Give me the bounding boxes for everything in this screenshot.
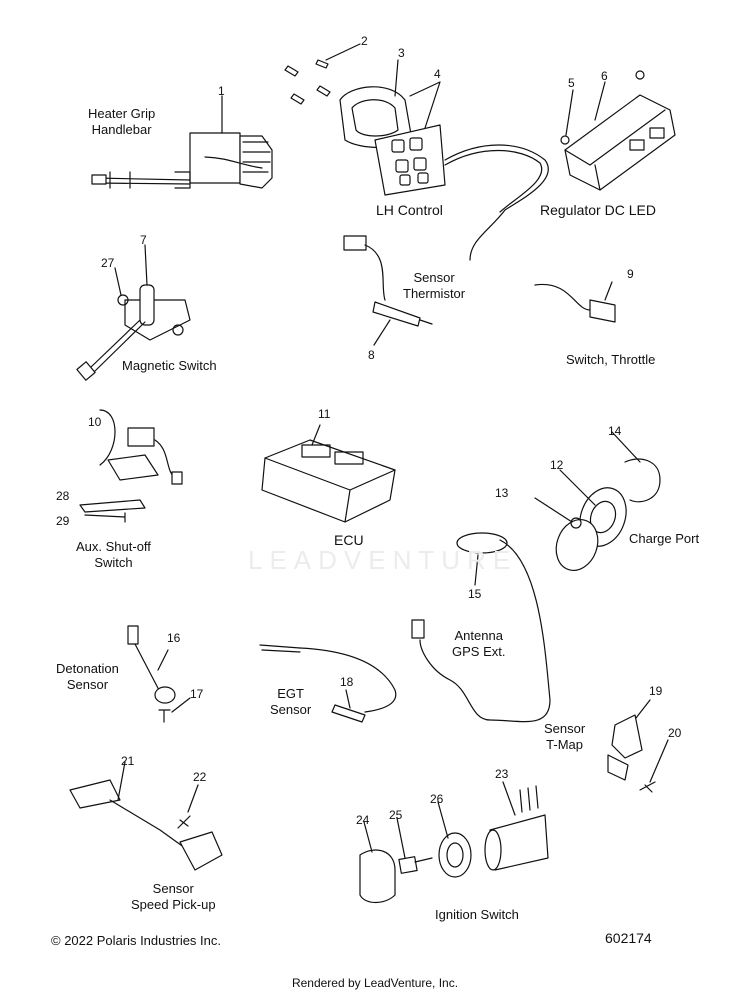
- callout-24: 24: [356, 813, 370, 827]
- label-magnetic-switch: Magnetic Switch: [122, 358, 217, 373]
- callout-12: 12: [550, 458, 564, 472]
- label-regulator: Regulator DC LED: [540, 202, 656, 218]
- tmap-sensor-part: [608, 700, 668, 792]
- callout-22: 22: [193, 770, 207, 784]
- callout-18: 18: [340, 675, 354, 689]
- callout-17: 17: [190, 687, 204, 701]
- regulator-part: [561, 71, 675, 190]
- callout-16: 16: [167, 631, 181, 645]
- magnetic-switch-part: [77, 245, 190, 380]
- callout-28: 28: [56, 489, 70, 503]
- callout-5: 5: [568, 76, 575, 90]
- screws-part: [285, 44, 360, 104]
- ecu-part: [262, 425, 395, 522]
- callout-6: 6: [601, 69, 608, 83]
- callout-10: 10: [88, 415, 102, 429]
- callout-25: 25: [389, 808, 403, 822]
- aux-shutoff-part: [80, 410, 182, 522]
- heater-grip-part: [92, 96, 272, 188]
- lh-control-part: [340, 60, 548, 260]
- callout-14: 14: [608, 424, 622, 438]
- callout-23: 23: [495, 767, 509, 781]
- callout-4: 4: [434, 67, 441, 81]
- label-charge-port: Charge Port: [629, 531, 700, 546]
- label-ecu: ECU: [334, 532, 364, 548]
- speed-sensor-part: [70, 762, 222, 870]
- callout-3: 3: [398, 46, 405, 60]
- callout-13: 13: [495, 486, 509, 500]
- callout-19: 19: [649, 684, 663, 698]
- callout-11: 11: [318, 407, 331, 421]
- label-ignition-switch: Ignition Switch: [435, 907, 519, 922]
- callout-9: 9: [627, 267, 634, 281]
- callout-21: 21: [121, 754, 135, 768]
- diagram-id: 602174: [605, 930, 652, 946]
- throttle-switch-part: [535, 282, 615, 322]
- callout-2: 2: [361, 34, 368, 48]
- antenna-part: [412, 533, 550, 722]
- label-switch-throttle: Switch, Throttle: [566, 352, 656, 367]
- callout-8: 8: [368, 348, 375, 362]
- watermark: LEADVENTURE: [248, 545, 518, 575]
- copyright: © 2022 Polaris Industries Inc.: [51, 933, 221, 948]
- charge-port-part: [535, 432, 660, 576]
- callout-7: 7: [140, 233, 147, 247]
- label-lh-control: LH Control: [376, 202, 443, 218]
- callout-15: 15: [468, 587, 482, 601]
- callout-1: 1: [218, 84, 225, 98]
- callout-27: 27: [101, 256, 115, 270]
- callout-20: 20: [668, 726, 682, 740]
- egt-sensor-part: [260, 645, 396, 722]
- callout-29: 29: [56, 514, 70, 528]
- callout-26: 26: [430, 792, 444, 806]
- rendered-by: Rendered by LeadVenture, Inc.: [291, 976, 459, 990]
- detonation-sensor-part: [128, 626, 190, 722]
- ignition-switch-part: [360, 782, 548, 903]
- thermistor-part: [344, 236, 432, 345]
